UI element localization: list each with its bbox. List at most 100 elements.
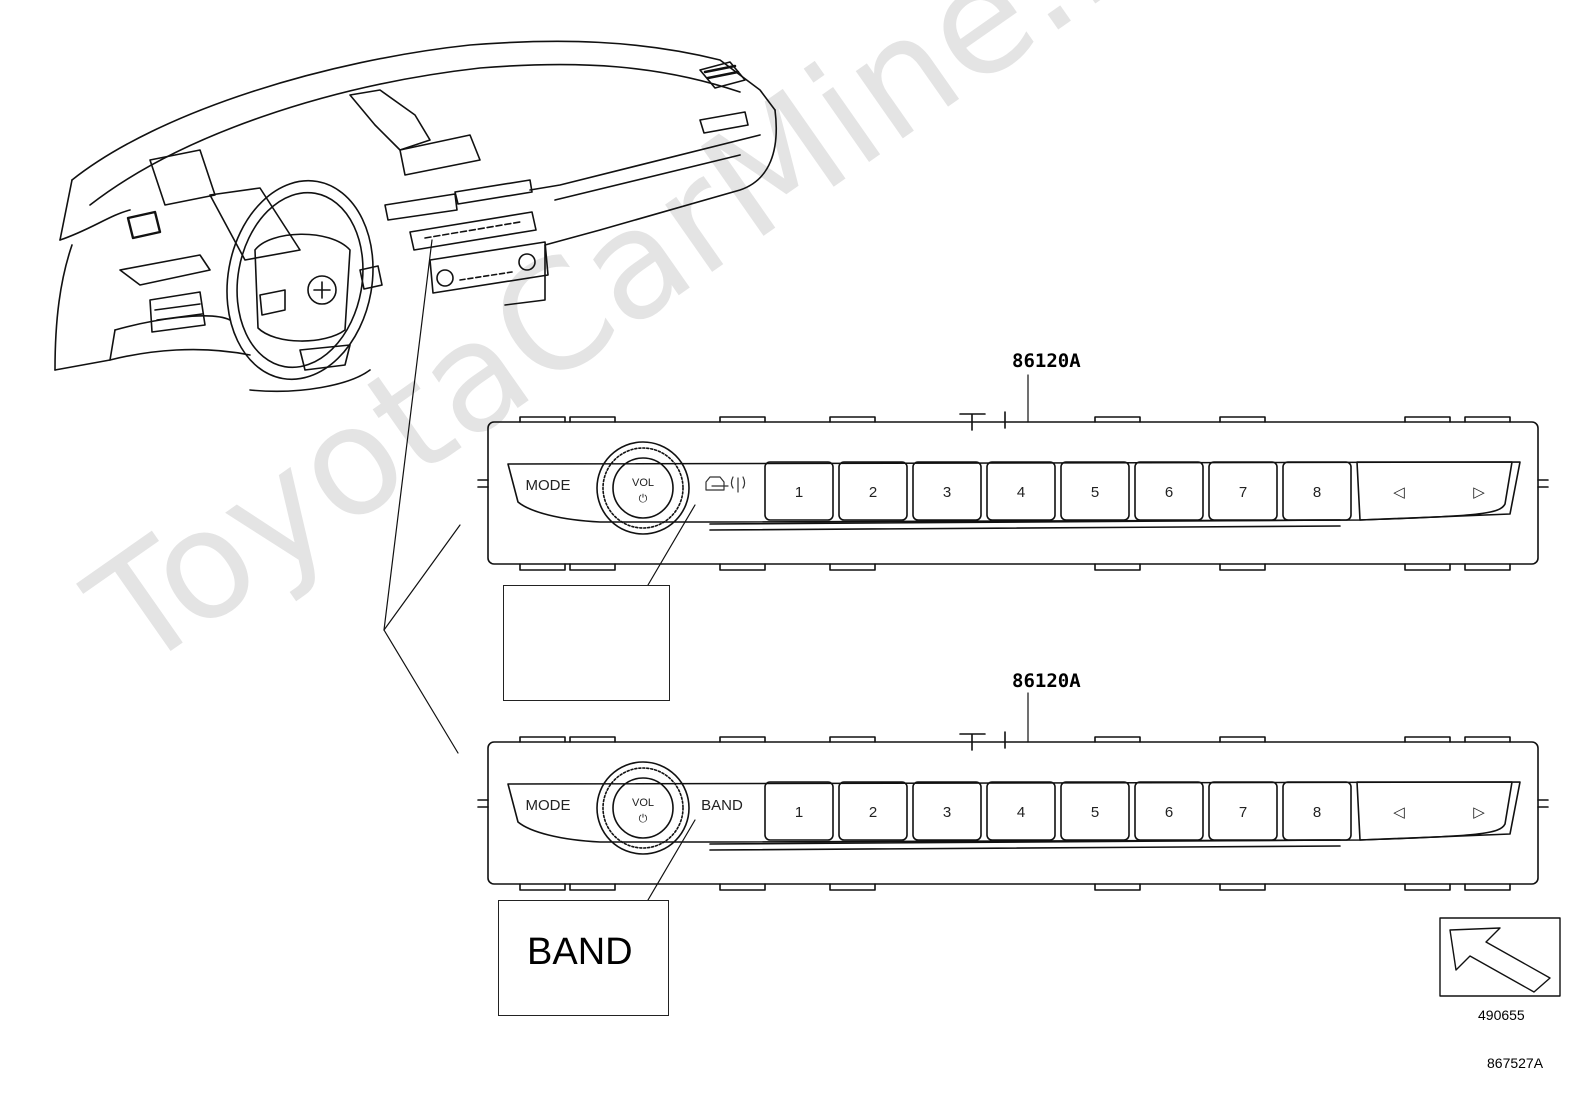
callout-band-box: BAND [498, 900, 669, 1016]
side-clip [1537, 479, 1549, 488]
seek-back-icon: ◁ [1393, 484, 1405, 501]
mount-tab [1094, 736, 1141, 743]
side-clip [477, 799, 489, 808]
preset-button-3 [912, 781, 982, 841]
mount-tab [719, 563, 766, 571]
part-number-top: 86120A [1012, 350, 1081, 372]
mount-tab [829, 883, 876, 891]
preset-label-2: 2 [869, 804, 877, 821]
mount-tab [1464, 563, 1511, 571]
volume-knob-ring [602, 767, 684, 849]
volume-knob-ring [602, 447, 684, 529]
preset-label-1: 1 [795, 804, 803, 821]
power-icon: ⏻ [639, 813, 648, 825]
preset-label-5: 5 [1091, 484, 1099, 501]
leader-lines [383, 239, 461, 754]
mount-tab [1094, 563, 1141, 571]
preset-label-6: 6 [1165, 484, 1173, 501]
mount-tab [1464, 883, 1511, 891]
mount-tab [1464, 416, 1511, 423]
mount-tab [519, 883, 566, 891]
volume-knob [612, 457, 674, 519]
seek-button [1356, 461, 1513, 521]
seek-forward-icon: ▷ [1473, 484, 1485, 501]
mount-tab [719, 416, 766, 423]
preset-button-7 [1208, 461, 1278, 521]
preset-label-6: 6 [1165, 804, 1173, 821]
preset-button-6 [1134, 781, 1204, 841]
figure-code: 867527A [1487, 1055, 1544, 1071]
preset-label-7: 7 [1239, 484, 1247, 501]
seek-button [1356, 781, 1513, 841]
mount-tab [719, 883, 766, 891]
mount-tab [569, 416, 616, 423]
mount-tab [1219, 416, 1266, 423]
preset-button-5 [1060, 781, 1130, 841]
preset-label-1: 1 [795, 484, 803, 501]
mode-label: MODE [526, 477, 571, 494]
connector-pin [959, 411, 1006, 431]
mount-tab [1094, 883, 1141, 891]
mount-tab [1219, 563, 1266, 571]
band-label: BAND [701, 797, 743, 814]
mount-tab [519, 736, 566, 743]
dashboard-illustration [54, 40, 778, 393]
preset-label-5: 5 [1091, 804, 1099, 821]
preset-label-4: 4 [1017, 804, 1025, 821]
preset-button-1 [764, 461, 834, 521]
side-clip [477, 479, 489, 488]
preset-label-3: 3 [943, 484, 951, 501]
mount-tab [1404, 883, 1451, 891]
seek-forward-icon: ▷ [1473, 804, 1485, 821]
callout-icons-box [503, 585, 670, 701]
illustration-code: 490655 [1478, 1007, 1525, 1023]
mount-tab [569, 563, 616, 571]
mount-tab [519, 563, 566, 571]
panel-housing [487, 741, 1539, 885]
mount-tab [719, 736, 766, 743]
preset-button-6 [1134, 461, 1204, 521]
mount-tab [829, 563, 876, 571]
preset-label-3: 3 [943, 804, 951, 821]
mount-tab [1464, 736, 1511, 743]
preset-button-4 [986, 781, 1056, 841]
preset-button-2 [838, 781, 908, 841]
preset-button-2 [838, 461, 908, 521]
traffic-icon-small [705, 476, 729, 491]
preset-label-4: 4 [1017, 484, 1025, 501]
volume-knob-outer [596, 441, 690, 535]
mount-tab [829, 416, 876, 423]
preset-button-8 [1282, 781, 1352, 841]
panel-housing [487, 421, 1539, 565]
preset-button-7 [1208, 781, 1278, 841]
preset-label-8: 8 [1313, 484, 1321, 501]
callout-band-label: BAND [527, 931, 633, 973]
seek-back-icon: ◁ [1393, 804, 1405, 821]
volume-knob-outer [596, 761, 690, 855]
callout-leaders [647, 374, 1029, 901]
preset-button-1 [764, 781, 834, 841]
mount-tab [1219, 736, 1266, 743]
volume-knob-label: VOL [632, 797, 654, 809]
volume-knob [612, 777, 674, 839]
mode-label: MODE [526, 797, 571, 814]
mount-tab [519, 416, 566, 423]
side-clip [1537, 799, 1549, 808]
antenna-icon-small [730, 476, 746, 493]
part-number-bottom: 86120A [1012, 670, 1081, 692]
direction-arrow-icon [1439, 917, 1561, 997]
preset-button-4 [986, 461, 1056, 521]
mount-tab [829, 736, 876, 743]
power-icon: ⏻ [639, 493, 648, 505]
mount-tab [1404, 736, 1451, 743]
connector-pin [959, 731, 1006, 751]
preset-button-3 [912, 461, 982, 521]
preset-label-8: 8 [1313, 804, 1321, 821]
volume-knob-label: VOL [632, 477, 654, 489]
mount-tab [569, 883, 616, 891]
mount-tab [1219, 883, 1266, 891]
mount-tab [569, 736, 616, 743]
